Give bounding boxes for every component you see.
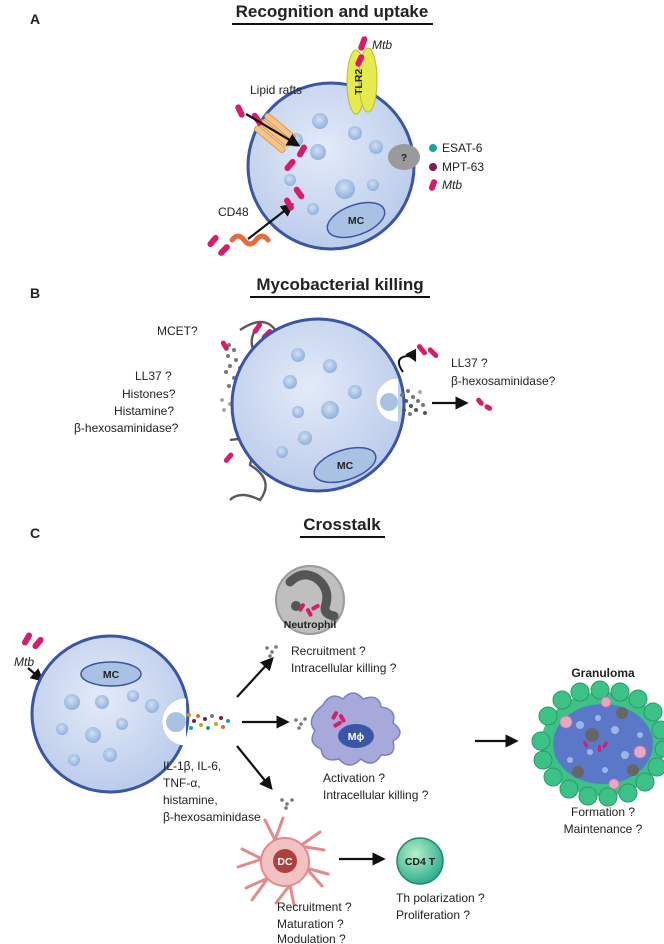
secreted-particles-b bbox=[400, 389, 427, 416]
macrophage-nucleus bbox=[338, 724, 374, 748]
cd4-effect-2: Proliferation ? bbox=[396, 908, 470, 922]
granules-a bbox=[284, 113, 383, 215]
unknown-receptor-label: ? bbox=[401, 152, 407, 164]
legend-mtb-icon bbox=[428, 179, 438, 191]
neutrophil-mtb bbox=[298, 603, 320, 617]
mediator-line-2: TNF-α, bbox=[163, 776, 201, 790]
panel-b: B Mycobacterial killing MCET? LL37 ? His… bbox=[30, 275, 556, 502]
cd4-label: CD4 T bbox=[405, 856, 436, 868]
net-label-histones: Histones? bbox=[122, 387, 176, 401]
mtb-top-label: Mtb bbox=[372, 38, 392, 52]
panel-b-letter: B bbox=[30, 285, 40, 301]
killed-mtb bbox=[476, 397, 493, 411]
macrophage-particles bbox=[294, 717, 307, 730]
macrophage-mtb bbox=[331, 711, 346, 728]
mc-label-b: MC bbox=[337, 460, 354, 472]
panel-a-letter: A bbox=[30, 11, 40, 27]
mtb-label-c: Mtb bbox=[14, 655, 34, 669]
cd48-label: CD48 bbox=[218, 205, 249, 219]
net-label-ll37: LL37 ? bbox=[135, 369, 172, 383]
mtb-near-cd48 bbox=[207, 186, 305, 256]
macrophage-effect-2: Intracellular killing ? bbox=[323, 788, 429, 802]
cd48-receptor bbox=[229, 233, 271, 247]
mediator-particles bbox=[187, 713, 230, 730]
legend-a: ESAT-6 MPT-63 Mtb bbox=[428, 141, 484, 192]
legend-mpt63: MPT-63 bbox=[442, 160, 484, 174]
granules-c bbox=[56, 690, 159, 766]
panel-b-title: Mycobacterial killing bbox=[256, 275, 423, 294]
legend-esat6: ESAT-6 bbox=[442, 141, 483, 155]
granuloma-label: Granuloma bbox=[571, 666, 635, 680]
macrophage-effect-1: Activation ? bbox=[323, 771, 385, 785]
legend-esat6-dot bbox=[429, 144, 437, 152]
secreted-label-hexosaminidase: β-hexosaminidase? bbox=[451, 374, 556, 388]
arrow-to-dc bbox=[236, 745, 273, 791]
macrophage-label: Mϕ bbox=[348, 731, 365, 743]
panel-a-title: Recognition and uptake bbox=[236, 2, 429, 21]
net-label-hexosaminidase: β-hexosaminidase? bbox=[74, 421, 179, 435]
granules-b bbox=[276, 348, 362, 458]
dc-cell bbox=[236, 816, 330, 907]
cd4-effect-1: Th polarization ? bbox=[396, 891, 485, 905]
neutrophil-particles bbox=[265, 645, 278, 658]
mediator-line-3: histamine, bbox=[163, 793, 218, 807]
tlr2-label: TLR2 bbox=[353, 69, 365, 95]
panel-a: A Recognition and uptake MC TLR2 M bbox=[30, 2, 484, 256]
tlr2-receptor: TLR2 bbox=[346, 47, 378, 115]
dc-label: DC bbox=[277, 856, 293, 868]
mediator-line-1: IL-1β, IL-6, bbox=[163, 759, 221, 773]
net-label-histamine: Histamine? bbox=[114, 404, 174, 418]
unknown-receptor bbox=[388, 144, 420, 170]
net-label-mcet: MCET? bbox=[157, 324, 198, 338]
neutrophil-effect-2: Intracellular killing ? bbox=[291, 661, 397, 675]
nucleus-c bbox=[80, 661, 142, 687]
granuloma-effect-2: Maintenance ? bbox=[564, 822, 643, 836]
lipid-rafts-label: Lipid rafts bbox=[250, 83, 302, 97]
neutrophil-effect-1: Recruitment ? bbox=[291, 644, 366, 658]
mtb-c bbox=[22, 632, 44, 650]
mc-label-a: MC bbox=[348, 215, 365, 227]
panel-c-title: Crosstalk bbox=[303, 515, 381, 534]
secretory-granule-c bbox=[166, 712, 186, 732]
panel-c-letter: C bbox=[30, 525, 40, 541]
mediator-line-4: β-hexosaminidase bbox=[163, 810, 261, 824]
dc-effect-1: Recruitment ? bbox=[277, 900, 352, 914]
mtb-near-rafts bbox=[235, 104, 307, 172]
neutrophil-label: Neutrophil bbox=[284, 619, 337, 631]
arrow-cd48 bbox=[247, 203, 295, 240]
cd4-cell bbox=[396, 837, 444, 885]
mc-label-c: MC bbox=[103, 669, 120, 681]
mtb-uptake-b bbox=[416, 344, 439, 359]
secretory-granule-b bbox=[380, 393, 398, 411]
granuloma-effect-1: Formation ? bbox=[571, 805, 635, 819]
uptake-arrow-b bbox=[397, 348, 417, 373]
secreted-label-ll37: LL37 ? bbox=[451, 356, 488, 370]
dc-particles bbox=[280, 798, 294, 810]
arrow-rafts bbox=[245, 113, 301, 147]
nucleus-b bbox=[313, 446, 377, 484]
granuloma bbox=[531, 680, 664, 807]
neutrophil-nucleus bbox=[285, 570, 339, 621]
mtb-at-tlr2 bbox=[355, 36, 368, 67]
dc-effect-3: Modulation ? bbox=[277, 932, 346, 944]
dc-effect-2: Maturation ? bbox=[277, 917, 344, 931]
nucleus-a bbox=[326, 201, 386, 239]
arrow-to-neutrophil bbox=[236, 657, 274, 698]
legend-mpt63-dot bbox=[429, 163, 437, 171]
legend-mtb: Mtb bbox=[442, 178, 462, 192]
panel-c: C Crosstalk Mtb MC bbox=[14, 515, 664, 944]
